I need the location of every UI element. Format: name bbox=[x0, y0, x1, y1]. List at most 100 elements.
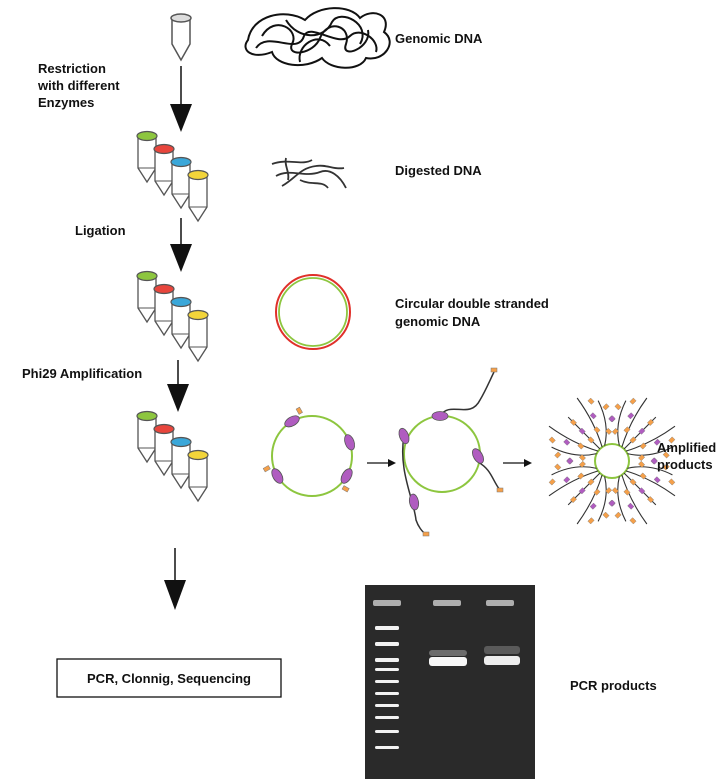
tube-cap bbox=[153, 423, 175, 435]
sample-smear bbox=[484, 646, 520, 654]
primer bbox=[284, 415, 300, 428]
petal bbox=[548, 451, 622, 525]
product-tag bbox=[578, 460, 586, 468]
circular-dna bbox=[275, 274, 351, 350]
tube-cap bbox=[170, 436, 192, 448]
tube-cap bbox=[136, 270, 158, 282]
product-tag bbox=[611, 427, 619, 435]
sample-band bbox=[484, 656, 520, 665]
product-tag bbox=[566, 457, 574, 465]
primer bbox=[431, 411, 449, 421]
product-tag bbox=[647, 496, 655, 504]
gel-well bbox=[373, 600, 401, 606]
ladder-band bbox=[375, 658, 399, 662]
pcr-box-label: PCR, Clonnig, Sequencing bbox=[87, 671, 251, 686]
product-tag bbox=[627, 502, 635, 510]
product-tag bbox=[662, 451, 670, 459]
ladder-band bbox=[375, 642, 399, 646]
product-tag bbox=[638, 487, 646, 495]
tube-cap bbox=[153, 283, 175, 295]
arrow-restriction bbox=[170, 66, 192, 132]
product-tag bbox=[554, 451, 562, 459]
label-amplified-1: Amplified bbox=[657, 440, 716, 455]
primer bbox=[398, 427, 410, 445]
product-tag bbox=[587, 517, 595, 525]
product-tag bbox=[638, 460, 646, 468]
tube bbox=[153, 283, 175, 337]
ladder-band bbox=[375, 668, 399, 671]
arrow-amp-2 bbox=[503, 459, 532, 467]
tube bbox=[136, 410, 158, 464]
amplified-products-flower bbox=[548, 397, 676, 525]
arrow-phi29 bbox=[167, 360, 189, 412]
product-tag bbox=[605, 427, 613, 435]
gel-well bbox=[433, 600, 461, 606]
primer bbox=[340, 468, 353, 484]
gel-well bbox=[486, 600, 514, 606]
tube-set-ligated bbox=[136, 270, 209, 363]
tag bbox=[496, 487, 504, 493]
product-tag bbox=[629, 478, 637, 486]
sample-band bbox=[429, 657, 467, 666]
product-tag bbox=[653, 476, 661, 484]
product-tag bbox=[548, 478, 556, 486]
product-tag bbox=[611, 487, 619, 495]
tube-cap bbox=[170, 156, 192, 168]
tube bbox=[187, 449, 209, 503]
product-tag bbox=[668, 436, 676, 444]
ladder-band bbox=[375, 626, 399, 630]
product-tag bbox=[602, 511, 610, 519]
product-tag bbox=[587, 436, 595, 444]
label-amplified-2: products bbox=[657, 457, 713, 472]
tube-cap bbox=[187, 449, 209, 461]
label-ligation: Ligation bbox=[75, 223, 126, 238]
product-tag bbox=[578, 427, 586, 435]
label-restriction-1: Restriction bbox=[38, 61, 106, 76]
tube-set-amplified bbox=[136, 410, 209, 503]
product-tag bbox=[589, 412, 597, 420]
product-tag bbox=[639, 472, 647, 480]
product-tag bbox=[668, 478, 676, 486]
tube bbox=[153, 143, 175, 197]
ladder-band bbox=[375, 716, 399, 719]
product-tag bbox=[593, 426, 601, 434]
product-tag bbox=[578, 487, 586, 495]
tag bbox=[490, 367, 498, 373]
tube bbox=[136, 130, 158, 184]
ladder-band bbox=[375, 704, 399, 707]
product-tag bbox=[602, 403, 610, 411]
ladder-band bbox=[375, 730, 399, 733]
gel-image bbox=[365, 585, 535, 779]
product-tag bbox=[577, 472, 585, 480]
tube-cap bbox=[136, 410, 158, 422]
tag bbox=[262, 465, 271, 473]
product-tag bbox=[629, 397, 637, 405]
label-digested-dna: Digested DNA bbox=[395, 163, 482, 178]
primer bbox=[344, 434, 356, 451]
product-tag bbox=[593, 488, 601, 496]
label-genomic-dna: Genomic DNA bbox=[395, 31, 483, 46]
petal bbox=[602, 397, 676, 471]
tube bbox=[187, 309, 209, 363]
tube-cap bbox=[153, 143, 175, 155]
genomic-dna-tangle bbox=[244, 7, 391, 69]
tube-set-digested bbox=[136, 130, 209, 223]
arrow-amp-1 bbox=[367, 459, 396, 467]
product-tag bbox=[587, 478, 595, 486]
product-tag bbox=[623, 488, 631, 496]
product-tag bbox=[638, 454, 646, 462]
tube bbox=[170, 156, 192, 210]
label-restriction-2: with different bbox=[37, 78, 120, 93]
label-phi29: Phi29 Amplification bbox=[22, 366, 142, 381]
amplification-circle-primers bbox=[262, 406, 356, 497]
tube-cap bbox=[136, 130, 158, 142]
product-tag bbox=[653, 438, 661, 446]
product-tag bbox=[589, 502, 597, 510]
tube-cap bbox=[187, 309, 209, 321]
product-tag bbox=[627, 412, 635, 420]
tube bbox=[170, 296, 192, 350]
product-tag bbox=[639, 442, 647, 450]
product-tag bbox=[647, 418, 655, 426]
single-tube bbox=[170, 13, 192, 62]
